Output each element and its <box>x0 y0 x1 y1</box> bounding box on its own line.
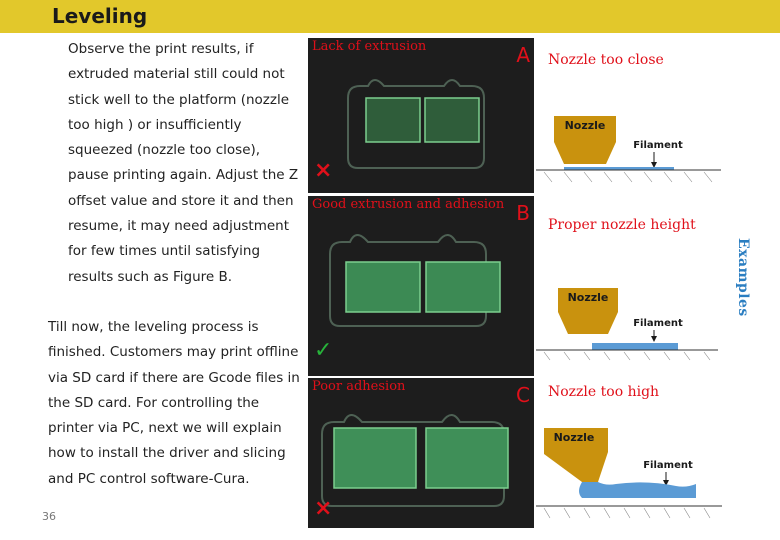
page-title: Leveling <box>52 4 148 28</box>
photo-poor-adhesion: Poor adhesion C × <box>308 378 534 528</box>
examples-side-label: Examples <box>735 238 751 317</box>
diagram-title: Nozzle too close <box>548 52 664 68</box>
photo-caption: Lack of extrusion <box>312 39 427 54</box>
print-photo-image <box>308 378 534 528</box>
photo-caption: Poor adhesion <box>312 379 406 394</box>
instruction-paragraph: Observe the print results, if extruded m… <box>50 37 300 290</box>
figure-letter: B <box>516 201 530 225</box>
diagram-title: Nozzle too high <box>548 384 660 400</box>
header-bar: Leveling <box>0 0 780 33</box>
instruction-text: Observe the print results, if extruded m… <box>68 41 299 285</box>
proper-nozzle-height-diagram: Nozzle Filament <box>536 288 718 361</box>
nozzle-label: Nozzle <box>565 119 606 132</box>
photo-good-extrusion: Good extrusion and adhesion B ✓ <box>308 196 534 376</box>
nozzle-label: Nozzle <box>554 431 595 444</box>
filament-label: Filament <box>643 460 693 471</box>
figure-letter: A <box>516 43 530 67</box>
filament-label: Filament <box>633 318 683 329</box>
nozzle-too-close-diagram: Nozzle Filament <box>536 116 721 183</box>
diagram-title: Proper nozzle height <box>548 217 696 233</box>
conclusion-paragraph: Till now, the leveling process is finish… <box>48 319 300 487</box>
nozzle-label: Nozzle <box>568 291 609 304</box>
check-mark-icon: ✓ <box>314 338 333 363</box>
print-photo-image <box>308 196 534 376</box>
figure-letter: C <box>516 383 530 407</box>
photo-caption: Good extrusion and adhesion <box>312 197 505 212</box>
fail-mark-icon: × <box>314 158 333 183</box>
print-photo-image <box>308 38 534 193</box>
filament-label: Filament <box>633 140 683 151</box>
page-number: 36 <box>42 510 56 523</box>
photo-lack-of-extrusion: Lack of extrusion A × <box>308 38 534 193</box>
nozzle-too-high-diagram: Nozzle Filament <box>536 428 722 519</box>
fail-mark-icon: × <box>314 496 333 521</box>
